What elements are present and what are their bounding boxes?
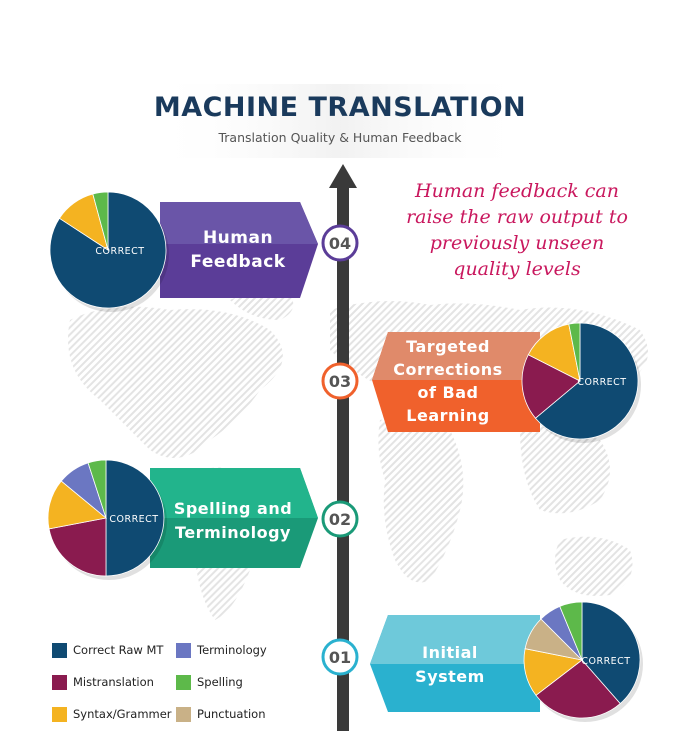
quote-line: Human feedback can — [415, 180, 619, 202]
stage-label-line: Feedback — [190, 252, 286, 272]
legend-swatch — [176, 707, 191, 722]
quote-line: quality levels — [453, 258, 581, 280]
stage-04-banner-highlight — [160, 202, 318, 244]
timeline-shaft — [337, 186, 349, 731]
stage-03-label: Targeted Corrections of Bad Learning — [388, 335, 508, 427]
pie-chart-stage-04: CORRECT — [49, 191, 169, 312]
stage-label-line: System — [415, 667, 485, 686]
pie-slice-syntax-grammer — [47, 480, 107, 530]
stage-number: 01 — [329, 648, 351, 667]
pie-slice-mistranslation — [48, 517, 107, 577]
pie-chart-stage-01: CORRECT — [523, 601, 643, 722]
legend-label: Terminology — [197, 643, 267, 657]
pie-slice-spelling — [559, 601, 583, 661]
stage-01-banner-highlight — [370, 615, 540, 664]
pie-label-correct: CORRECT — [95, 246, 144, 257]
stage-number: 04 — [329, 234, 351, 253]
legend-label: Correct Raw MT — [73, 643, 164, 657]
stage-label-line: of Bad — [417, 383, 479, 402]
page-title: MACHINE TRANSLATION — [153, 92, 527, 123]
pie-label-correct: CORRECT — [109, 514, 158, 525]
legend-swatch — [52, 643, 67, 658]
legend-item: Punctuation — [176, 707, 266, 722]
stage-label-line: Learning — [406, 406, 490, 425]
stage-03-banner-highlight — [372, 332, 540, 380]
stage-number-circle — [321, 638, 359, 676]
timeline-arrowhead — [329, 164, 357, 188]
stage-label-line: Terminology — [175, 523, 291, 542]
pie-chart-stage-02: CORRECT — [47, 459, 167, 580]
stage-label-line: Corrections — [393, 360, 503, 379]
pie-slice-correct-raw-mt — [534, 322, 639, 440]
map-landmass — [520, 426, 610, 514]
legend-item: Syntax/Grammer — [52, 707, 172, 722]
pie-slice-correct-raw-mt — [581, 601, 641, 705]
legend-item: Correct Raw MT — [52, 643, 163, 658]
stage-01-label: Initial System — [390, 641, 510, 689]
stage-number-circle — [321, 362, 359, 400]
map-landmass — [555, 536, 633, 596]
quote-line: raise the raw output to — [406, 206, 628, 228]
map-landmass — [378, 416, 464, 583]
legend-item: Spelling — [176, 675, 243, 690]
legend-item: Terminology — [176, 643, 267, 658]
legend-label: Spelling — [197, 675, 243, 689]
stage-label-line: Spelling and — [173, 499, 293, 518]
legend-label: Mistranslation — [73, 675, 154, 689]
pie-chart-stage-03: CORRECT — [521, 322, 641, 443]
pie-slice-correct-raw-mt — [105, 459, 165, 577]
stage-02-banner-highlight — [150, 468, 318, 518]
legend-swatch — [52, 707, 67, 722]
stage-number-circle — [321, 224, 359, 262]
stage-number: 03 — [329, 372, 351, 391]
pie-slice-spelling — [87, 459, 107, 519]
stage-02-label: Spelling and Terminology — [168, 497, 298, 545]
pie-slice-spelling — [92, 191, 109, 251]
legend-swatch — [176, 643, 191, 658]
map-landmass — [68, 306, 283, 458]
pie-slice-mistranslation — [521, 354, 581, 419]
page-subtitle: Translation Quality & Human Feedback — [218, 130, 462, 145]
stage-number-circle — [321, 500, 359, 538]
stage-04-label: Human Feedback — [178, 226, 298, 274]
pie-slice-syntax-grammer — [527, 323, 581, 382]
legend-item: Mistranslation — [52, 675, 154, 690]
legend-label: Punctuation — [197, 707, 266, 721]
stage-label-line: Initial — [422, 643, 478, 662]
legend-swatch — [52, 675, 67, 690]
title-band — [150, 84, 530, 158]
legend-label: Syntax/Grammer — [73, 707, 172, 721]
pie-slice-mistranslation — [535, 659, 621, 719]
pie-label-correct: CORRECT — [581, 656, 630, 667]
pie-slice-spelling — [568, 322, 581, 382]
legend-swatch — [176, 675, 191, 690]
stage-label-line: Human — [202, 228, 274, 248]
pie-label-correct: CORRECT — [577, 377, 626, 388]
stage-label-line: Targeted — [406, 337, 490, 356]
stage-number: 02 — [329, 510, 351, 529]
quote-line: previously unseen — [429, 232, 605, 254]
quote-text: Human feedback can raise the raw output … — [392, 178, 642, 282]
map-landmass — [230, 291, 294, 320]
